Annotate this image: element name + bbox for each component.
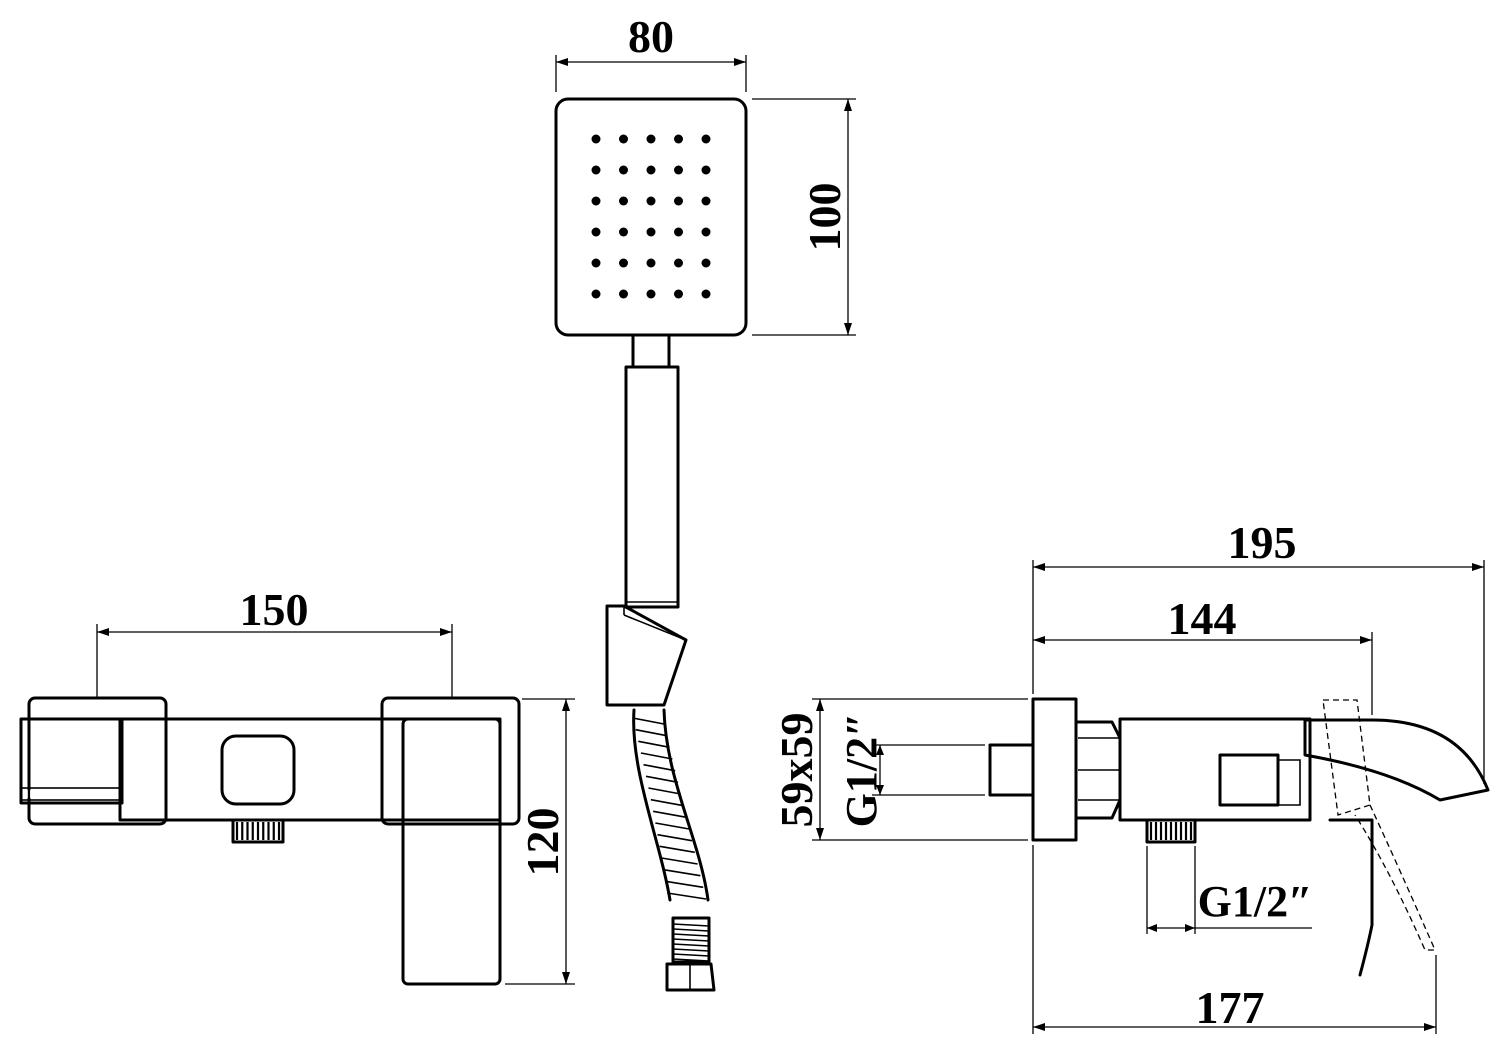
dim-mixer-width: 150 [240,584,309,635]
nozzle-dot [674,227,683,237]
nozzle-dot [674,289,683,299]
shower-handle [624,365,680,609]
nozzle-dot [701,289,711,299]
dim-wall-to-spout: 144 [1168,593,1237,644]
mixer-outlet-connector [231,818,285,844]
nozzle-dot [674,258,683,268]
hose-cone [605,604,688,707]
shower-head [554,97,748,337]
dim-hand-shower-width: 80 [628,11,674,62]
nozzle-dot [646,196,656,206]
nozzle-dot [646,289,656,299]
nozzle-dot [619,196,628,206]
nozzle-dot [591,134,601,144]
mixer-side-view: 195 144 177 59x59 G1/2″ G1/2″ [771,517,1490,1034]
shower-hose [632,708,710,902]
nozzle-dot [646,165,656,175]
dim-spout-reach: 177 [1196,982,1265,1033]
nozzle-dot [591,227,601,237]
knurled-ring [20,787,123,801]
shower-neck [631,333,671,369]
hand-shower-view: 80 100 [554,11,856,992]
inlet-stub [988,743,1035,797]
nozzle-dot [701,196,711,206]
dim-total-depth: 195 [1228,517,1297,568]
dim-mixer-height: 120 [517,808,568,877]
dim-inlet-thread: G1/2″ [837,713,886,828]
dim-wall-plate: 59x59 [771,713,822,828]
nozzle-dot [619,165,628,175]
dim-outlet-thread: G1/2″ [1198,877,1313,926]
nozzle-dot [591,165,601,175]
nozzle-dot [701,258,711,268]
nozzle-dot [646,227,656,237]
side-lever [1328,818,1374,977]
nozzle-dot [591,289,601,299]
nozzle-dot [674,165,683,175]
nozzle-dot [591,196,601,206]
nozzle-dot [591,258,601,268]
side-outlet-connector [1145,818,1197,844]
mixer-lever [401,717,502,986]
hose-end-fitting [671,916,711,964]
nozzle-dot [701,134,711,144]
mixer-body [118,717,502,822]
spout [1303,718,1490,802]
side-body [1118,717,1312,822]
dim-hand-shower-height: 100 [799,183,850,252]
nozzle-dot [619,227,628,237]
mixer-front-view: 150 120 [19,584,575,986]
nozzle-dot [674,134,683,144]
nozzle-dot [619,289,628,299]
nozzle-dot [619,258,628,268]
nozzle-dot [701,165,711,175]
lever-alt-position [1322,699,1371,816]
nozzle-grid [591,134,711,299]
nozzle-dot [674,196,683,206]
nozzle-dot [619,134,628,144]
nozzle-dot [646,134,656,144]
mixer-cartridge-window [220,734,296,806]
hose-nut [665,962,716,992]
nozzle-dot [701,227,711,237]
nozzle-dot [646,258,656,268]
wall-plate [1031,697,1078,842]
